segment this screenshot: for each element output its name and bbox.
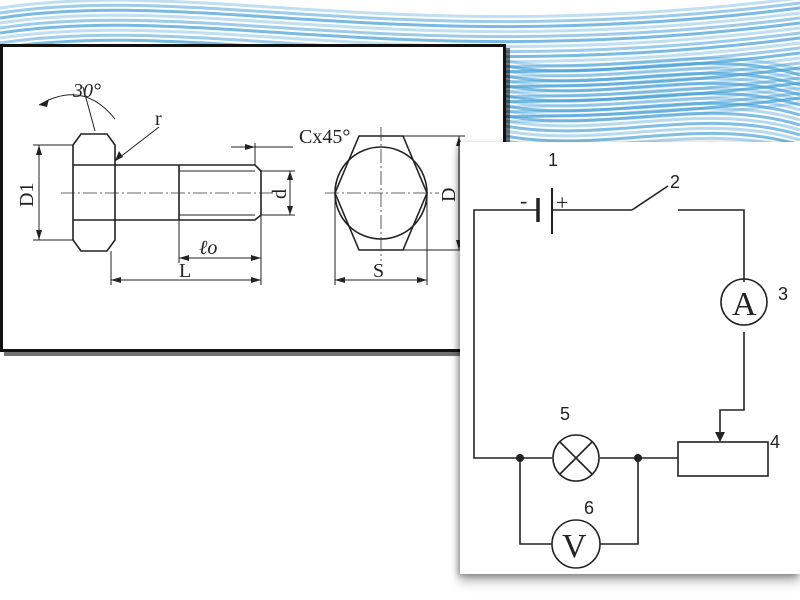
- wave-line: [499, 56, 800, 72]
- arrowhead: [36, 145, 42, 155]
- rheostat-body: [677, 441, 769, 477]
- arrowhead: [251, 255, 261, 261]
- bolt-drawing: 30° r Cx45° D1 d ℓo L D S: [16, 80, 465, 285]
- ammeter-icon: [720, 278, 768, 326]
- wave-line: [499, 86, 800, 102]
- ammeter-symbol: A: [732, 286, 757, 323]
- thread-diameter-label: d: [269, 189, 291, 199]
- junction-node: [516, 454, 524, 462]
- wave-line: [0, 0, 796, 19]
- arrowhead: [111, 277, 121, 283]
- wire-switch-to-ammeter: [678, 209, 745, 282]
- circuit-diagram: A V - + 1 2 3 4 5 6: [473, 150, 788, 569]
- wave-line: [499, 91, 800, 107]
- rheostat-slider-arrow: [715, 432, 725, 442]
- radius-label: r: [155, 108, 162, 130]
- wave-line: [499, 101, 800, 117]
- wave-line: [499, 131, 800, 147]
- battery-minus-label: -: [520, 188, 527, 213]
- wave-line: [499, 81, 800, 97]
- arrowhead: [287, 206, 293, 215]
- arrowhead: [287, 171, 293, 180]
- label-2: 2: [670, 172, 680, 192]
- voltmeter-symbol: V: [562, 528, 587, 565]
- wire-top-left: [473, 209, 538, 459]
- wire-ammeter-to-rheostat: [719, 332, 745, 438]
- label-5: 5: [560, 404, 570, 424]
- wave-line: [499, 121, 800, 137]
- across-flats-label: S: [373, 260, 384, 282]
- lamp-cross-2: [559, 441, 593, 475]
- bolt-drawing-panel: 30° r Cx45° D1 d ℓo L D S: [0, 44, 506, 352]
- arrowhead: [179, 255, 189, 261]
- label-6: 6: [584, 498, 594, 518]
- arrowhead: [115, 151, 123, 161]
- wave-line: [499, 106, 800, 122]
- wave-line: [0, 11, 800, 34]
- switch-blade: [631, 185, 669, 211]
- wire-voltmeter-right: [600, 458, 639, 545]
- label-3: 3: [778, 284, 788, 304]
- length-label: L: [179, 260, 191, 282]
- battery-plus-label: +: [556, 190, 568, 215]
- arrowhead: [251, 277, 261, 283]
- wave-line: [0, 6, 800, 29]
- junction-node: [634, 454, 642, 462]
- wave-line: [0, 26, 800, 49]
- wave-line: [499, 116, 800, 132]
- angle-label: 30°: [72, 80, 101, 102]
- wave-line: [0, 1, 800, 24]
- wave-line: [499, 96, 800, 112]
- wave-line: [499, 71, 800, 87]
- arrowhead: [245, 144, 255, 150]
- wave-line: [0, 16, 800, 39]
- wave-line: [499, 61, 800, 77]
- label-4: 4: [770, 432, 780, 452]
- bolt-shank: [115, 164, 262, 221]
- arrowhead: [39, 99, 49, 107]
- wave-line: [0, 21, 800, 44]
- wave-line: [499, 126, 800, 142]
- arrowhead: [417, 277, 427, 283]
- wave-line: [499, 76, 800, 92]
- wave-line: [499, 111, 800, 127]
- hex-diameter-label: D: [438, 188, 460, 202]
- lamp-icon: [552, 434, 600, 482]
- label-1: 1: [548, 150, 558, 170]
- radius-leader: [114, 126, 160, 162]
- wave-line: [499, 66, 800, 82]
- head-diameter-label: D1: [16, 183, 38, 207]
- thread-length-label: ℓo: [199, 237, 217, 259]
- bolt-head: [72, 133, 116, 252]
- circuit-diagram-panel: A V - + 1 2 3 4 5 6: [460, 142, 800, 574]
- angle-leg: [82, 86, 96, 132]
- voltmeter-icon: [551, 519, 601, 569]
- chamfer-label: Cx45°: [299, 126, 350, 148]
- arrowhead: [335, 277, 345, 283]
- arrowhead: [36, 230, 42, 240]
- wire-voltmeter-left: [519, 458, 552, 545]
